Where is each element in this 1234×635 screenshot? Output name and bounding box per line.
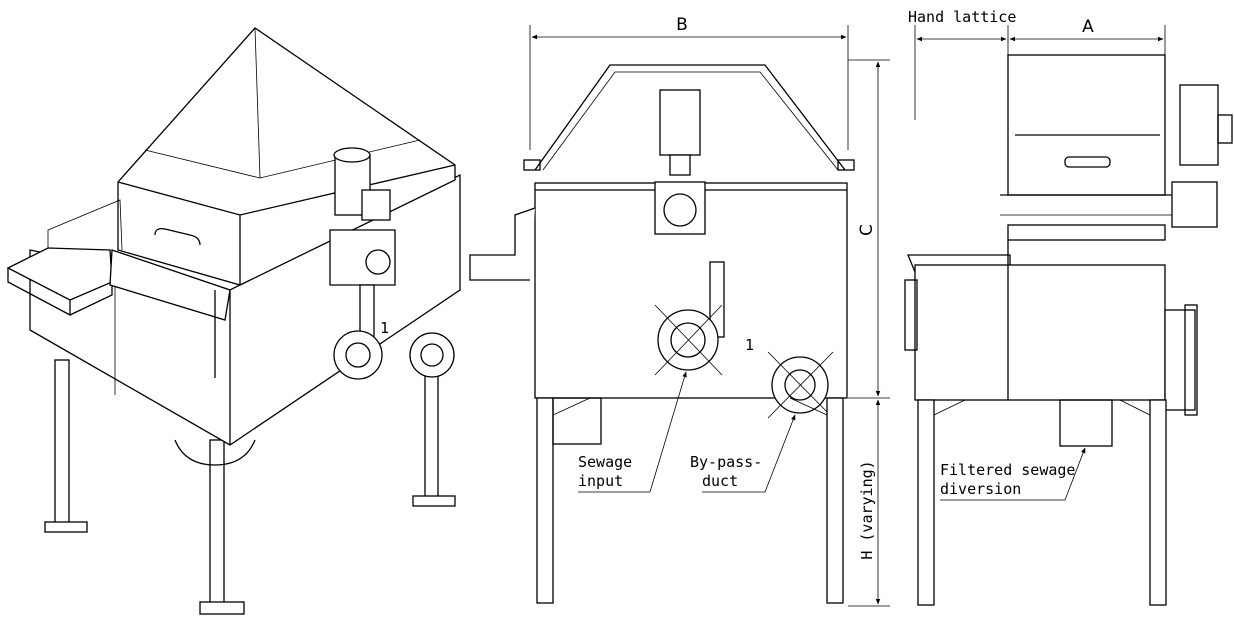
dimension-h-label: H (varying)	[858, 460, 876, 559]
bypass-duct-callout: By-pass- duct	[690, 414, 796, 493]
dimension-b: B	[529, 15, 849, 150]
front-marker-1: 1	[745, 336, 754, 354]
svg-text:Filtered sewage: Filtered sewage	[940, 461, 1075, 479]
sewage-input-callout: Sewage input	[578, 371, 687, 493]
svg-text:duct: duct	[702, 472, 738, 490]
dimension-a-label: A	[1082, 17, 1094, 37]
dimension-b-label: B	[676, 15, 688, 35]
dimension-c-h: C H (varying)	[848, 59, 890, 607]
dimension-a-hand-lattice: Hand lattice A	[908, 8, 1166, 120]
svg-text:Sewage: Sewage	[578, 453, 632, 471]
iso-housing	[6, 27, 461, 446]
side-view: Hand lattice A Filtered sewage diversion	[904, 8, 1233, 606]
hand-lattice-label: Hand lattice	[908, 8, 1016, 26]
svg-text:input: input	[578, 472, 623, 490]
svg-text:diversion: diversion	[940, 480, 1021, 498]
dimension-c-label: C	[857, 224, 877, 236]
iso-legs	[44, 339, 456, 615]
filtered-sewage-callout: Filtered sewage diversion	[940, 447, 1086, 501]
front-view: B	[469, 15, 890, 607]
iso-marker-1: 1	[380, 319, 389, 337]
svg-text:By-pass-: By-pass-	[690, 453, 762, 471]
isometric-view: 1	[6, 27, 461, 615]
